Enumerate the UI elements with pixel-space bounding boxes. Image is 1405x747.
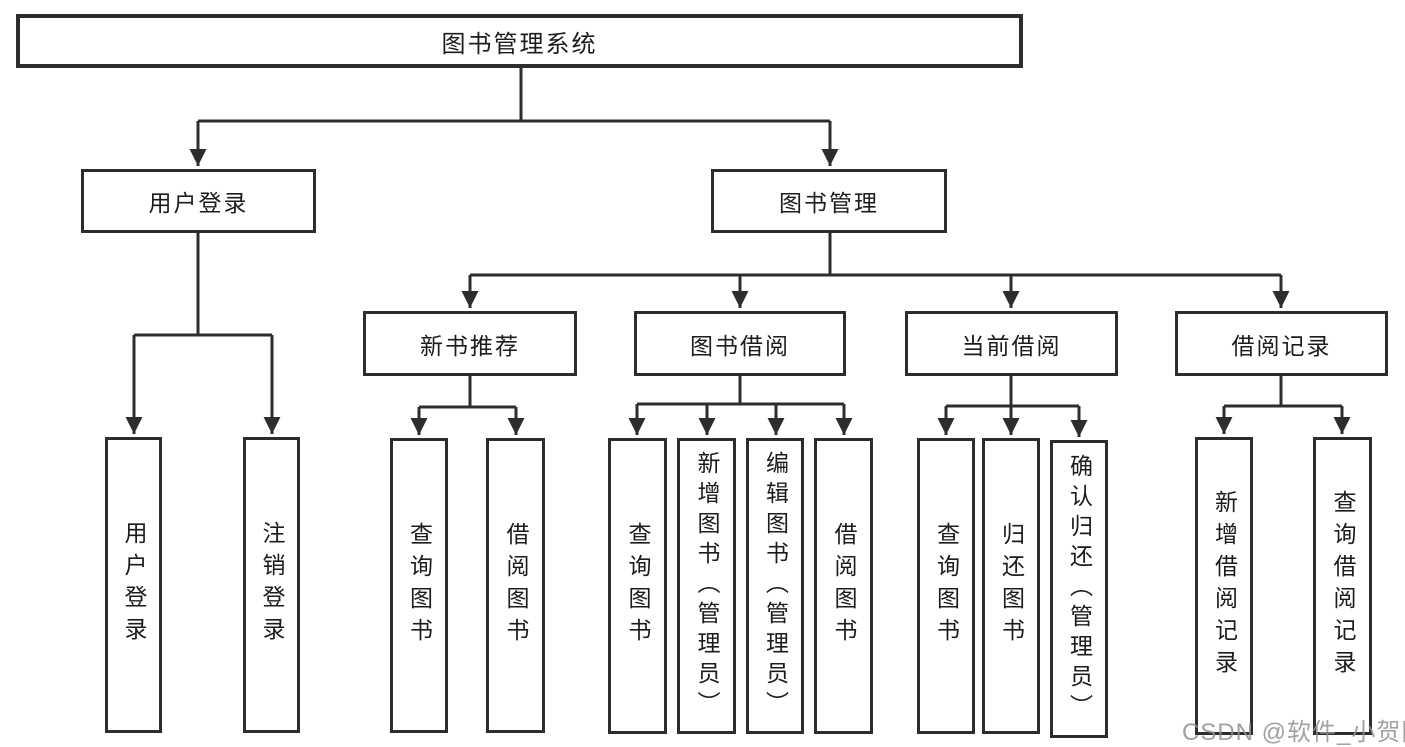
leaf-cb-query-books: 查询图书 (917, 438, 975, 734)
rail-borrow-record-children (1224, 376, 1342, 408)
leaf-bb-add-books-admin: 新增图书（管理员） (677, 438, 736, 734)
leaf-bb-query-books: 查询图书 (608, 438, 667, 734)
node-library-management-system: 图书管理系统 (16, 14, 1023, 68)
leaf-br-query-record: 查询借阅记录 (1313, 437, 1372, 735)
rail-user-login-children (134, 233, 272, 337)
leaf-logout: 注销登录 (243, 437, 300, 733)
csdn-watermark: CSDN @软件_小贺同学 (1182, 719, 1405, 746)
node-borrowing-records: 借阅记录 (1175, 311, 1388, 376)
node-user-login: 用户登录 (81, 169, 316, 233)
rail-book-mgmt-children (470, 233, 1281, 277)
leaf-cb-confirm-return-admin: 确认归还（管理员） (1050, 440, 1108, 738)
node-book-borrowing: 图书借阅 (634, 311, 846, 376)
node-current-borrowing: 当前借阅 (905, 311, 1118, 376)
leaf-nb-query-books: 查询图书 (390, 438, 448, 733)
rail-book-borrow-children (637, 376, 844, 406)
rail-new-book-children (419, 376, 516, 409)
rail-current-borrow-children (946, 376, 1079, 408)
leaf-nb-borrow-books: 借阅图书 (486, 438, 545, 733)
node-new-book-recommend: 新书推荐 (363, 311, 577, 376)
leaf-cb-return-books: 归还图书 (982, 438, 1040, 734)
leaf-br-add-record: 新增借阅记录 (1195, 437, 1253, 735)
node-book-management: 图书管理 (711, 169, 947, 233)
leaf-bb-borrow-books: 借阅图书 (814, 438, 873, 734)
rail-root-to-level2 (198, 68, 830, 123)
leaf-bb-edit-books-admin: 编辑图书（管理员） (746, 438, 804, 734)
leaf-user-login: 用户登录 (105, 437, 162, 733)
